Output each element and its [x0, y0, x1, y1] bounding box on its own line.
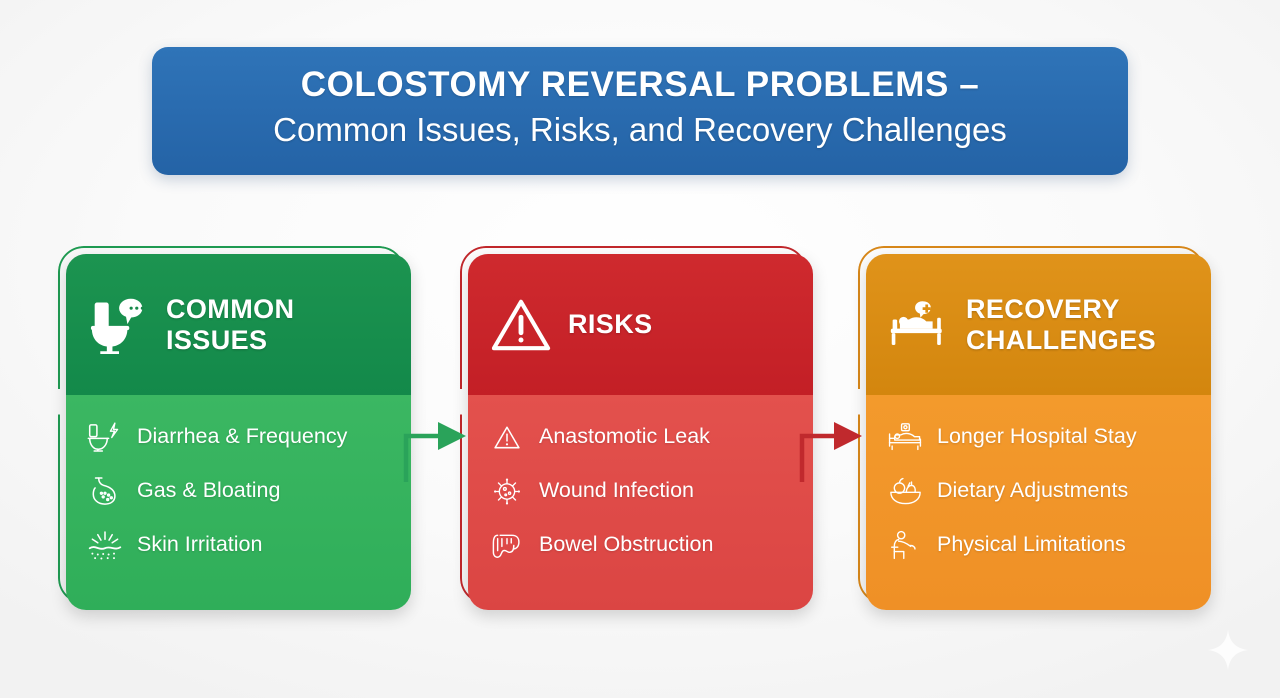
page-title-line-2: Common Issues, Risks, and Recovery Chall…: [273, 110, 1007, 148]
card-title-line-2: ISSUES: [166, 324, 268, 355]
list-item[interactable]: Anastomotic Leak: [488, 419, 799, 455]
fruit-bowl-icon: [886, 474, 924, 508]
page-title-line-1: COLOSTOMY REVERSAL PROBLEMS –: [300, 65, 980, 105]
card-list-risks: Anastomotic Leak: [468, 395, 813, 610]
list-item[interactable]: Wound Infection: [488, 473, 799, 509]
intestine-icon: [488, 528, 526, 562]
card-title-line-2: CHALLENGES: [966, 324, 1157, 355]
list-item[interactable]: Longer Hospital Stay: [886, 419, 1197, 455]
card-common-issues[interactable]: COMMON ISSUES Diarrhea & Frequency: [58, 246, 411, 610]
card-title-recovery-challenges: RECOVERY CHALLENGES: [966, 294, 1156, 355]
card-header-risks: RISKS: [468, 254, 813, 395]
card-body-recovery-challenges: RECOVERY CHALLENGES: [866, 254, 1211, 610]
hospital-bed-patient-icon: [888, 290, 950, 360]
card-title-line-1: RISKS: [568, 309, 653, 340]
list-item-label: Wound Infection: [539, 478, 694, 503]
card-header-common-issues: COMMON ISSUES: [66, 254, 411, 395]
list-item-label: Anastomotic Leak: [539, 424, 710, 449]
list-item[interactable]: Physical Limitations: [886, 527, 1197, 563]
warning-triangle-icon: [490, 290, 552, 360]
seated-person-icon: [886, 528, 924, 562]
list-item-label: Gas & Bloating: [137, 478, 281, 503]
stomach-icon: [86, 474, 124, 508]
card-list-common-issues: Diarrhea & Frequency Gas & Bloating: [66, 395, 411, 610]
card-body-common-issues: COMMON ISSUES Diarrhea & Frequency: [66, 254, 411, 610]
skin-irritation-icon: [86, 528, 124, 562]
toilet-urgency-icon: [86, 420, 124, 454]
list-item-label: Dietary Adjustments: [937, 478, 1129, 503]
list-item-label: Skin Irritation: [137, 532, 263, 557]
card-header-recovery-challenges: RECOVERY CHALLENGES: [866, 254, 1211, 395]
list-item-label: Physical Limitations: [937, 532, 1126, 557]
card-title-common-issues: COMMON ISSUES: [166, 294, 294, 355]
list-item[interactable]: Diarrhea & Frequency: [86, 419, 397, 455]
germ-icon: [488, 474, 526, 508]
card-title-line-1: RECOVERY: [966, 294, 1120, 324]
list-item[interactable]: Bowel Obstruction: [488, 527, 799, 563]
card-recovery-challenges[interactable]: RECOVERY CHALLENGES: [858, 246, 1211, 610]
list-item[interactable]: Skin Irritation: [86, 527, 397, 563]
card-risks[interactable]: RISKS Anastomotic Leak: [460, 246, 813, 610]
list-item-label: Bowel Obstruction: [539, 532, 714, 557]
sparkle-icon: [1208, 630, 1248, 670]
list-item[interactable]: Gas & Bloating: [86, 473, 397, 509]
arrow-risks-to-recovery: [799, 422, 862, 482]
arrow-issues-to-risks: [403, 422, 466, 482]
card-body-risks: RISKS Anastomotic Leak: [468, 254, 813, 610]
title-banner: COLOSTOMY REVERSAL PROBLEMS – Common Iss…: [152, 47, 1128, 175]
toilet-speech-bubble-icon: [88, 290, 150, 360]
card-title-risks: RISKS: [568, 309, 653, 340]
hospital-bed-icon: [886, 420, 924, 454]
warning-triangle-icon: [488, 420, 526, 454]
card-title-line-1: COMMON: [166, 294, 295, 324]
list-item-label: Longer Hospital Stay: [937, 424, 1137, 449]
list-item[interactable]: Dietary Adjustments: [886, 473, 1197, 509]
card-list-recovery-challenges: Longer Hospital Stay Dietary Adjustments: [866, 395, 1211, 610]
list-item-label: Diarrhea & Frequency: [137, 424, 348, 449]
